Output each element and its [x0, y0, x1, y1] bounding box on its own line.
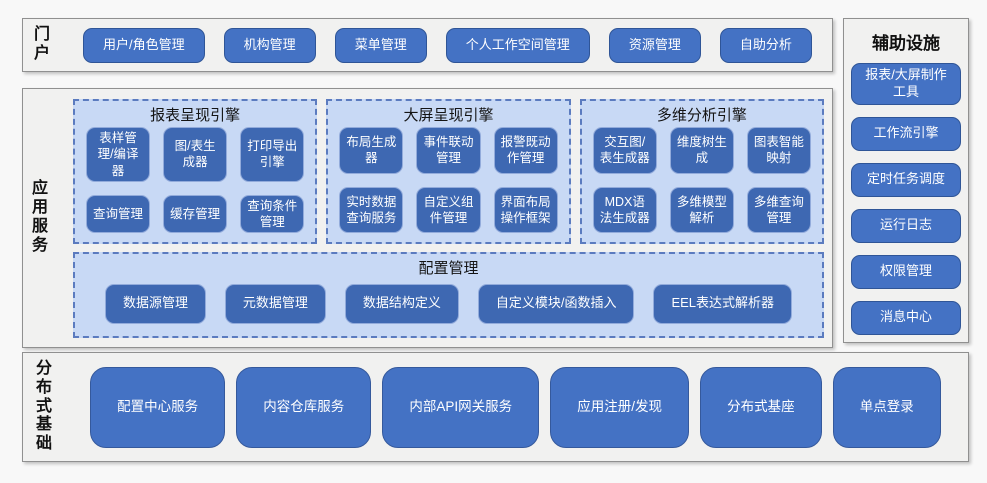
node-app-registration-discovery: 应用注册/发现 — [550, 366, 690, 448]
engines-row: 报表呈现引擎 表样管理/编译器 图/表生成器 打印导出引擎 查询管理 缓存管理 … — [73, 99, 824, 245]
olap-engine-grid: 交互图/表生成器 维度树生成 图表智能映射 MDX语法生成器 多维模型解析 多维… — [592, 127, 811, 234]
olap-engine-panel: 多维分析引擎 交互图/表生成器 维度树生成 图表智能映射 MDX语法生成器 多维… — [579, 99, 824, 245]
node-chart-table-generator: 图/表生成器 — [163, 127, 228, 182]
bigscreen-engine-title: 大屏呈现引擎 — [403, 107, 494, 124]
node-workflow-engine: 工作流引擎 — [851, 116, 961, 151]
node-data-structure-definition: 数据结构定义 — [344, 283, 459, 324]
node-print-export-engine: 打印导出引擎 — [240, 127, 305, 182]
node-query-condition-management: 查询条件管理 — [240, 194, 305, 234]
node-self-service-analysis: 自助分析 — [719, 27, 812, 63]
node-menu-management: 菜单管理 — [334, 27, 427, 63]
app-services-section-label: 应用服务 — [31, 180, 48, 254]
report-engine-grid: 表样管理/编译器 图/表生成器 打印导出引擎 查询管理 缓存管理 查询条件管理 — [86, 127, 305, 234]
node-ui-layout-operation-framework: 界面布局操作框架 — [493, 186, 558, 234]
auxiliary-items-column: 报表/大屏制作工具 工作流引擎 定时任务调度 运行日志 权限管理 消息中心 — [851, 63, 961, 335]
node-distributed-foundation: 分布式基座 — [700, 366, 822, 448]
distributed-base-section: 分布式基础 配置中心服务 内容仓库服务 内部API网关服务 应用注册/发现 分布… — [22, 352, 969, 462]
node-single-sign-on: 单点登录 — [832, 366, 941, 448]
node-dimension-tree-generation: 维度树生成 — [669, 127, 734, 174]
config-management-row: 数据源管理 元数据管理 数据结构定义 自定义模块/函数插入 EEL表达式解析器 — [86, 280, 811, 327]
node-realtime-data-query-service: 实时数据查询服务 — [339, 186, 404, 234]
node-report-template-compiler: 表样管理/编译器 — [86, 127, 151, 182]
node-content-repository-service: 内容仓库服务 — [236, 366, 372, 448]
node-mdx-syntax-generator: MDX语法生成器 — [592, 186, 657, 234]
portal-items-row: 用户/角色管理 机构管理 菜单管理 个人工作空间管理 资源管理 自助分析 — [83, 27, 812, 63]
olap-engine-title: 多维分析引擎 — [656, 107, 747, 124]
report-engine-panel: 报表呈现引擎 表样管理/编译器 图/表生成器 打印导出引擎 查询管理 缓存管理 … — [73, 99, 318, 245]
node-layout-generator: 布局生成器 — [339, 127, 404, 174]
node-query-management: 查询管理 — [86, 194, 151, 234]
node-message-center: 消息中心 — [851, 300, 961, 335]
report-engine-title: 报表呈现引擎 — [150, 107, 241, 124]
distributed-base-row: 配置中心服务 内容仓库服务 内部API网关服务 应用注册/发现 分布式基座 单点… — [79, 366, 952, 448]
node-user-role-management: 用户/角色管理 — [83, 27, 205, 63]
node-personal-workspace-management: 个人工作空间管理 — [445, 27, 590, 63]
node-report-bigscreen-authoring-tool: 报表/大屏制作工具 — [851, 63, 961, 105]
app-services-section: 应用服务 报表呈现引擎 表样管理/编译器 图/表生成器 打印导出引擎 查询管理 … — [22, 88, 833, 348]
auxiliary-section-title: 辅助设施 — [872, 34, 940, 53]
node-datasource-management: 数据源管理 — [104, 283, 206, 324]
app-services-content: 报表呈现引擎 表样管理/编译器 图/表生成器 打印导出引擎 查询管理 缓存管理 … — [73, 99, 824, 339]
portal-section-label: 门户 — [33, 26, 50, 62]
node-custom-component-management: 自定义组件管理 — [416, 186, 481, 234]
portal-section: 门户 用户/角色管理 机构管理 菜单管理 个人工作空间管理 资源管理 自助分析 — [22, 18, 833, 72]
node-cache-management: 缓存管理 — [163, 194, 228, 234]
node-metadata-management: 元数据管理 — [224, 283, 326, 324]
node-org-management: 机构管理 — [223, 27, 316, 63]
node-eel-expression-parser: EEL表达式解析器 — [653, 283, 793, 324]
config-management-panel: 配置管理 数据源管理 元数据管理 数据结构定义 自定义模块/函数插入 EEL表达… — [73, 252, 824, 339]
node-multidim-model-parsing: 多维模型解析 — [669, 186, 734, 234]
node-chart-smart-mapping: 图表智能映射 — [746, 127, 811, 174]
config-management-title: 配置管理 — [418, 260, 479, 278]
node-resource-management: 资源管理 — [608, 27, 701, 63]
node-permission-management: 权限管理 — [851, 254, 961, 289]
node-interactive-chart-generator: 交互图/表生成器 — [592, 127, 657, 174]
node-run-logs: 运行日志 — [851, 208, 961, 243]
node-config-center-service: 配置中心服务 — [90, 366, 226, 448]
node-scheduled-task-dispatch: 定时任务调度 — [851, 162, 961, 197]
node-alarm-action-management: 报警既动作管理 — [493, 127, 558, 174]
node-multidim-query-management: 多维查询管理 — [746, 186, 811, 234]
node-custom-module-function-insert: 自定义模块/函数插入 — [477, 283, 635, 324]
bigscreen-engine-panel: 大屏呈现引擎 布局生成器 事件联动管理 报警既动作管理 实时数据查询服务 自定义… — [326, 99, 571, 245]
node-internal-api-gateway-service: 内部API网关服务 — [382, 366, 540, 448]
auxiliary-section: 辅助设施 报表/大屏制作工具 工作流引擎 定时任务调度 运行日志 权限管理 消息… — [843, 18, 969, 343]
bigscreen-engine-grid: 布局生成器 事件联动管理 报警既动作管理 实时数据查询服务 自定义组件管理 界面… — [339, 127, 558, 234]
distributed-base-section-label: 分布式基础 — [35, 359, 52, 453]
node-event-linkage-management: 事件联动管理 — [416, 127, 481, 174]
